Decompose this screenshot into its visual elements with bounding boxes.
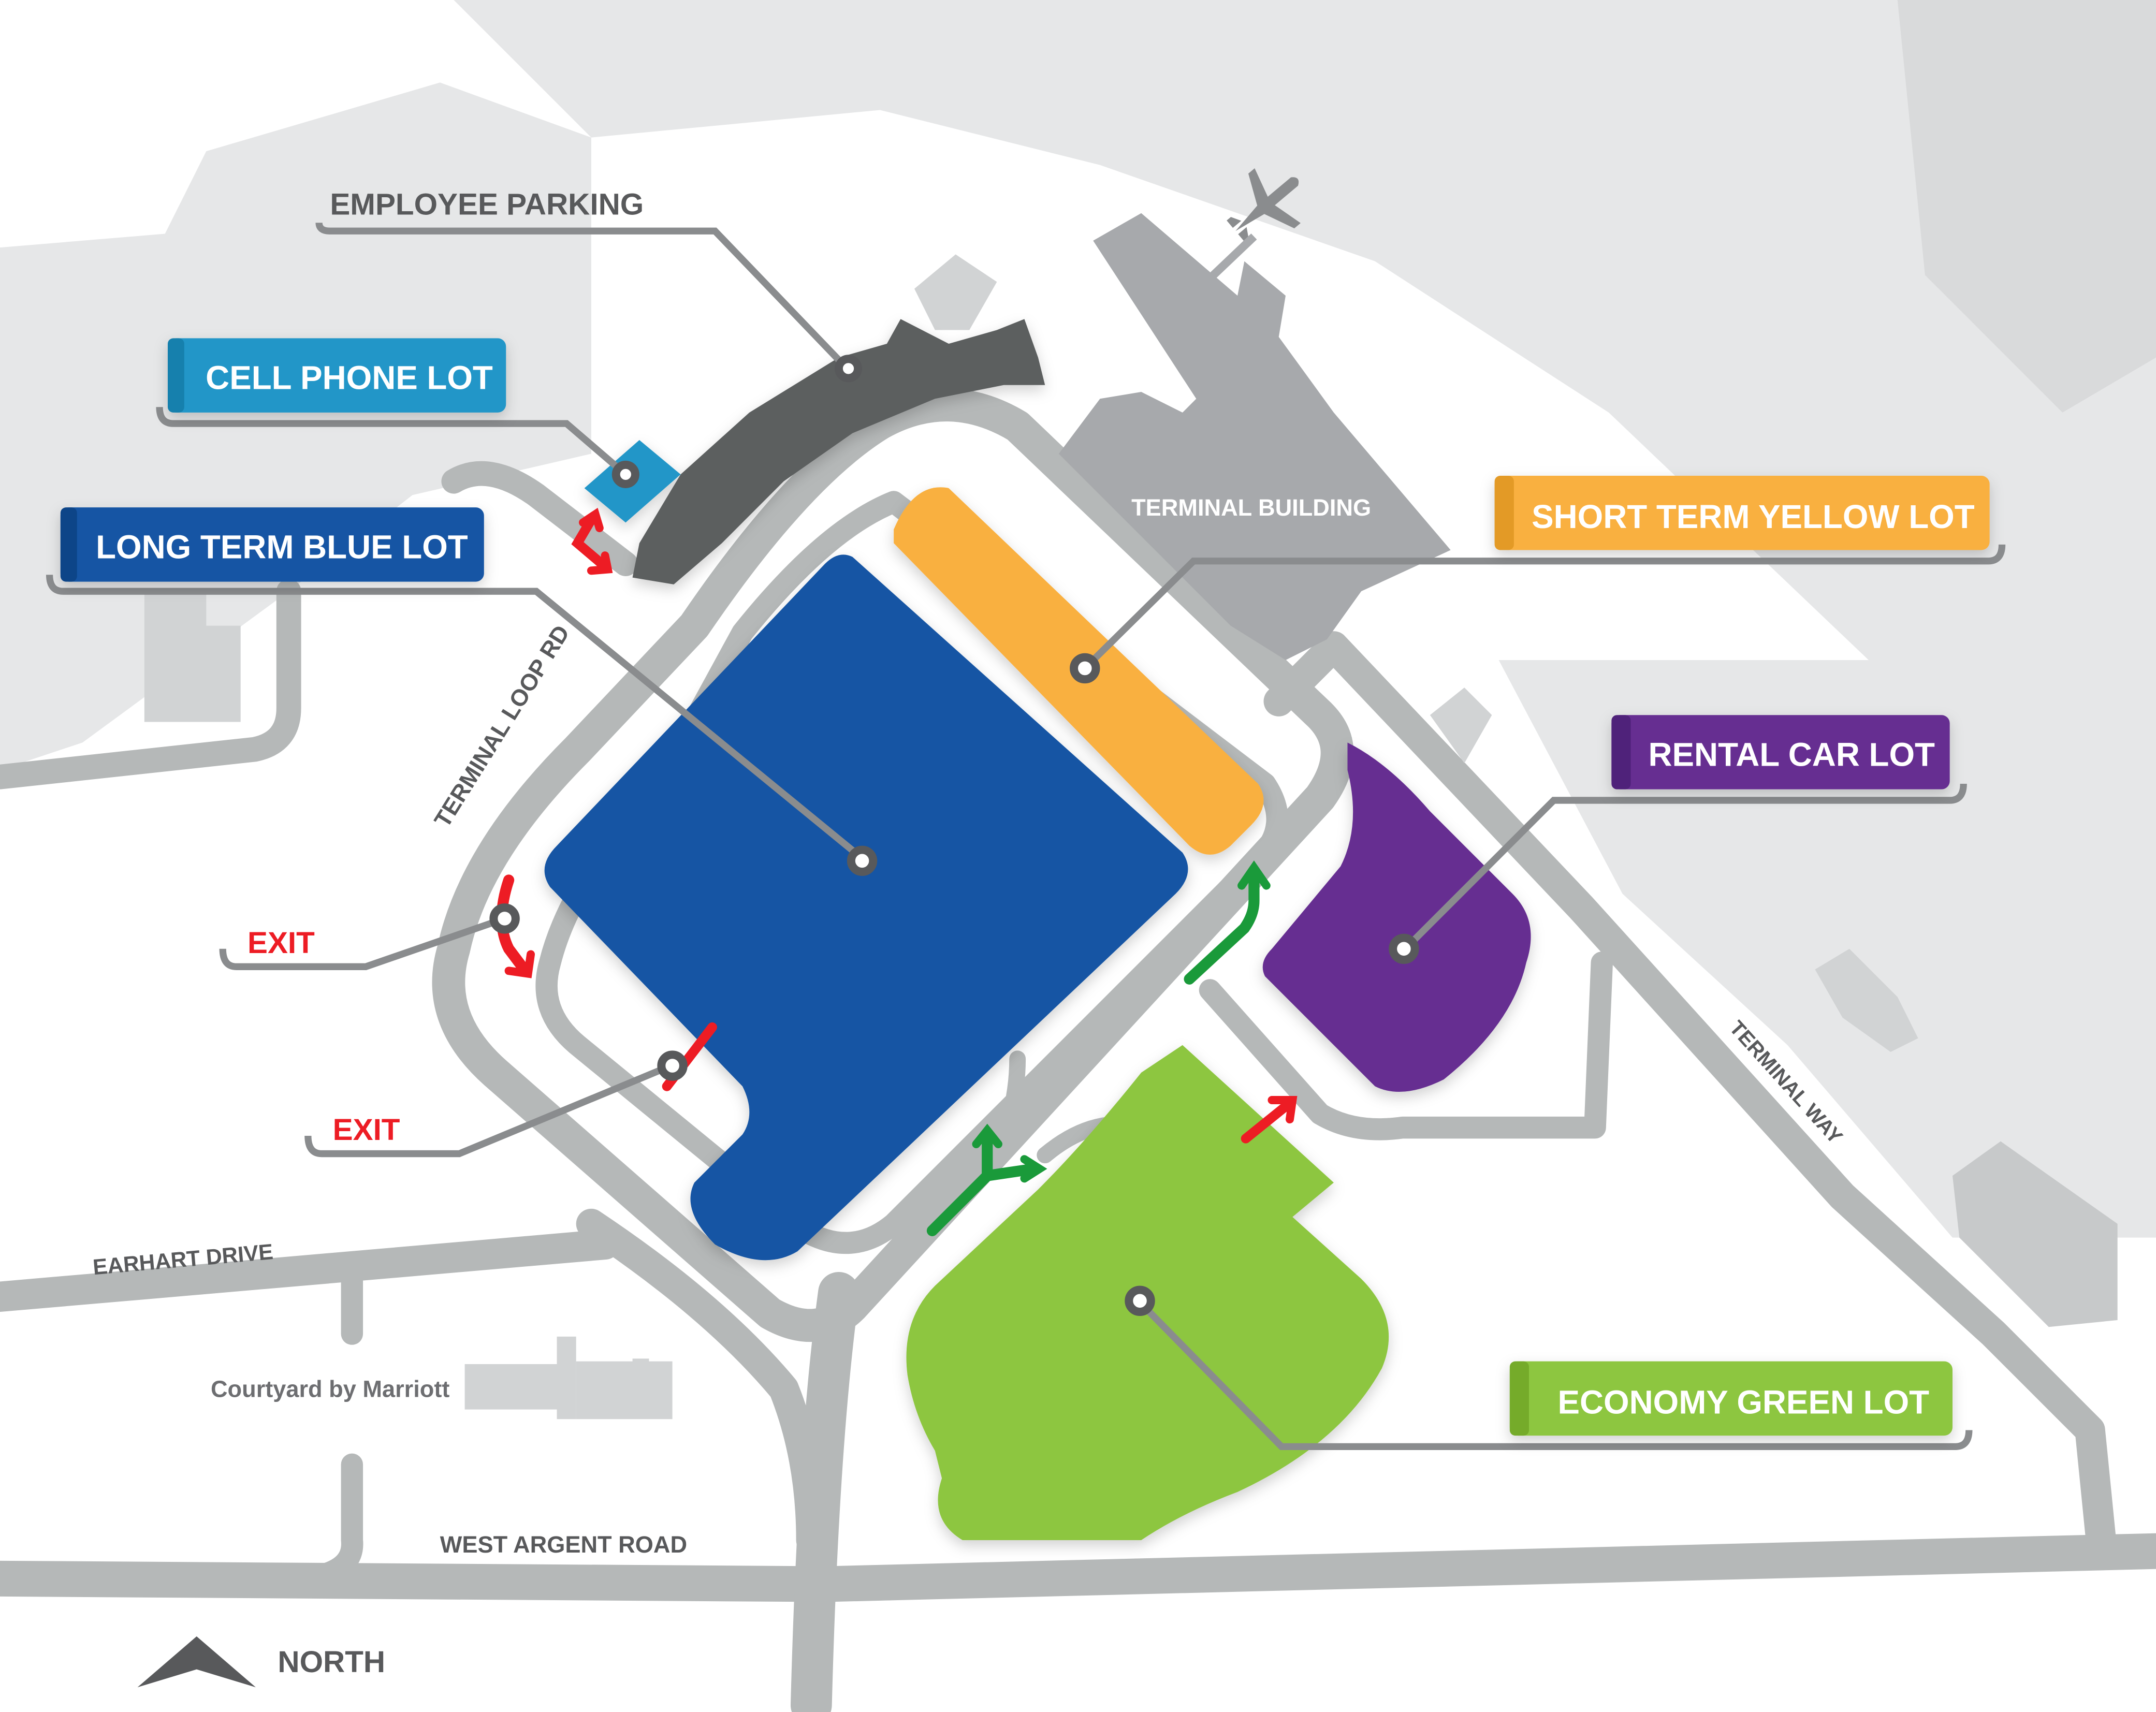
badge-economy-green-label: ECONOMY GREEN LOT [1558,1384,1930,1421]
lot-employee-parking [632,319,1045,584]
terminal-annex [914,254,997,330]
badge-short-term-yellow: SHORT TERM YELLOW LOT [1494,476,1990,550]
jet-bridge [1196,233,1257,292]
leader-lines [46,222,2006,1450]
entry-arrow-head-rental [1237,860,1271,890]
hotel-building [464,1336,673,1420]
entry-arrow-green-lot [926,1136,1040,1236]
label-hotel: Courtyard by Marriott [211,1376,449,1402]
badge-long-term-blue: LONG TERM BLUE LOT [60,507,484,582]
exit-arrow-green-lot [1241,1099,1293,1144]
road-network [0,388,2156,1712]
badge-rental-car-label: RENTAL CAR LOT [1649,736,1935,773]
label-exit-2: EXIT [333,1113,400,1147]
leader-employee [315,222,850,371]
entry-arrow-head-green-lot-2 [1020,1155,1047,1183]
terminal-building [1058,213,1451,660]
north-arrow-icon [137,1636,256,1688]
airplane-icon [1227,168,1301,242]
lot-rental-car [1262,742,1531,1092]
road-loop-to-earhart [576,1208,827,1556]
leader-rental [1403,783,1967,952]
marker-long-term [847,845,878,876]
exit-arrow-head-cell-lot-2 [587,551,613,575]
badge-cell-phone-label: CELL PHONE LOT [206,359,493,397]
road-northwest-access [0,461,638,789]
badge-cell-phone: CELL PHONE LOT [167,338,506,413]
entry-arrow-head-green-lot-1 [972,1123,1002,1148]
exit-arrow-head-green-lot [1268,1096,1298,1124]
marker-dots [489,355,1419,1316]
building-far-east-2 [1952,1141,2118,1327]
buildings [144,213,2118,1420]
badge-short-term-yellow-label: SHORT TERM YELLOW LOT [1532,498,1975,535]
leader-economy [1136,1298,1973,1450]
marker-exit-1 [489,903,520,934]
marker-rental [1389,933,1419,964]
ground-area-east [1498,660,2156,1238]
label-employee-parking: EMPLOYEE PARKING [330,187,644,221]
badge-economy-green: ECONOMY GREEN LOT [1509,1361,1953,1436]
marker-cell-phone [611,460,639,488]
marker-employee [834,355,863,383]
road-rental-loop [1199,952,1613,1140]
marker-economy [1125,1285,1155,1316]
marker-exit-2 [657,1050,688,1081]
badge-long-term-blue-label: LONG TERM BLUE LOT [96,528,468,565]
label-exit-1: EXIT [247,926,315,960]
road-earhart-connector [308,1268,363,1587]
leader-long-term [46,574,866,862]
leader-cell-phone [156,406,628,477]
exit-arrow-head-loop-west [504,950,535,978]
leader-short-term [1084,544,2006,669]
north-label: NORTH [278,1645,385,1679]
exit-arrow-cell-lot [571,515,610,572]
road-terminal-loop-outer [432,388,1354,1342]
building-east [1430,687,1492,764]
marker-short-term [1070,653,1100,684]
leader-exit-2 [304,1062,673,1158]
ground-area-north [0,0,2156,688]
lot-badges: CELL PHONE LOT LONG TERM BLUE LOT SHORT … [60,338,1990,1436]
road-earhart [0,1229,620,1312]
exit-arrow-head-cell-lot-1 [579,507,604,532]
north-compass: NORTH [137,1636,385,1688]
label-terminal-building: TERMINAL BUILDING [1131,494,1371,521]
road-south-spur [790,1272,860,1712]
entry-arrow-rental [1184,868,1260,985]
label-west-argent-road: WEST ARGENT ROAD [440,1531,687,1558]
leader-exit-1 [219,915,506,970]
road-terminal-loop-inner [535,491,1288,1254]
building-northwest [144,591,241,722]
ground-area-runway [1897,0,2156,413]
traffic-arrows [496,507,1298,1236]
building-far-east-1 [1815,948,1918,1052]
badge-rental-car: RENTAL CAR LOT [1611,715,1950,789]
road-terminal-way [1263,631,2116,1556]
